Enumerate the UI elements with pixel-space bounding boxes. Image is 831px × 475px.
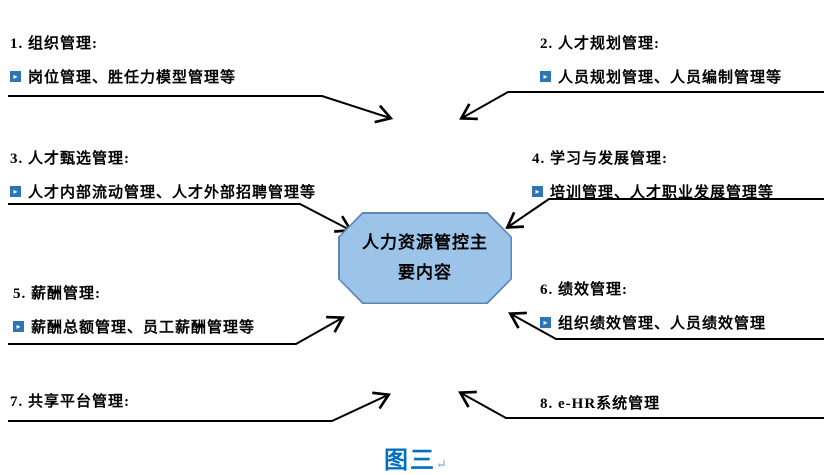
diagram-item-7: 7. 共享平台管理: bbox=[10, 390, 130, 411]
diagram-item-1: 1. 组织管理: ▸ 岗位管理、胜任力模型管理等 bbox=[10, 32, 236, 87]
item-6-subtitle: 组织绩效管理、人员绩效管理 bbox=[558, 316, 767, 332]
item-7-title: 7. 共享平台管理: bbox=[10, 394, 130, 410]
diagram-item-4: 4. 学习与发展管理: ▸ 培训管理、人才职业发展管理等 bbox=[532, 147, 774, 202]
diagram-item-6: 6. 绩效管理: ▸ 组织绩效管理、人员绩效管理 bbox=[540, 278, 766, 333]
diagram-item-8: 8. e-HR系统管理 bbox=[540, 392, 660, 413]
bullet-icon: ▸ bbox=[13, 321, 24, 332]
bullet-icon: ▸ bbox=[10, 186, 21, 197]
diagram-item-2: 2. 人才规划管理: ▸ 人员规划管理、人员编制管理等 bbox=[540, 32, 782, 87]
diagram-item-3: 3. 人才甄选管理: ▸ 人才内部流动管理、人才外部招聘管理等 bbox=[10, 147, 316, 202]
bullet-icon: ▸ bbox=[540, 71, 551, 82]
paragraph-mark-icon: ↵ bbox=[436, 456, 447, 472]
figure-caption-text: 图三 bbox=[384, 448, 437, 474]
center-shape-inner: 人力资源管控主 要内容 bbox=[339, 213, 511, 303]
center-text-line2: 要内容 bbox=[398, 263, 452, 282]
bullet-icon: ▸ bbox=[540, 317, 551, 328]
connector-item3 bbox=[8, 203, 353, 233]
item-5-title: 5. 薪酬管理: bbox=[13, 286, 101, 302]
connector-item4 bbox=[505, 198, 824, 229]
figure-caption: 图三↵ bbox=[0, 440, 831, 475]
item-2-title: 2. 人才规划管理: bbox=[540, 36, 660, 52]
item-4-subtitle: 培训管理、人才职业发展管理等 bbox=[550, 185, 775, 201]
item-1-subtitle: 岗位管理、胜任力模型管理等 bbox=[28, 70, 237, 86]
item-4-title: 4. 学习与发展管理: bbox=[532, 151, 668, 167]
item-1-title: 1. 组织管理: bbox=[10, 36, 98, 52]
bullet-icon: ▸ bbox=[532, 186, 543, 197]
connector-item2 bbox=[459, 91, 824, 121]
item-3-subtitle: 人才内部流动管理、人才外部招聘管理等 bbox=[28, 185, 317, 201]
diagram-item-5: 5. 薪酬管理: ▸ 薪酬总额管理、员工薪酬管理等 bbox=[13, 282, 255, 337]
center-node: 人力资源管控主 要内容 bbox=[338, 212, 512, 304]
item-6-title: 6. 绩效管理: bbox=[540, 282, 628, 298]
connector-item1 bbox=[8, 95, 394, 124]
item-5-subtitle: 薪酬总额管理、员工薪酬管理等 bbox=[31, 320, 256, 336]
item-3-title: 3. 人才甄选管理: bbox=[10, 151, 130, 167]
item-8-title: 8. e-HR系统管理 bbox=[540, 396, 661, 412]
center-text-line1: 人力资源管控主 bbox=[362, 233, 488, 253]
item-2-subtitle: 人员规划管理、人员编制管理等 bbox=[558, 70, 783, 86]
bullet-icon: ▸ bbox=[10, 71, 21, 82]
